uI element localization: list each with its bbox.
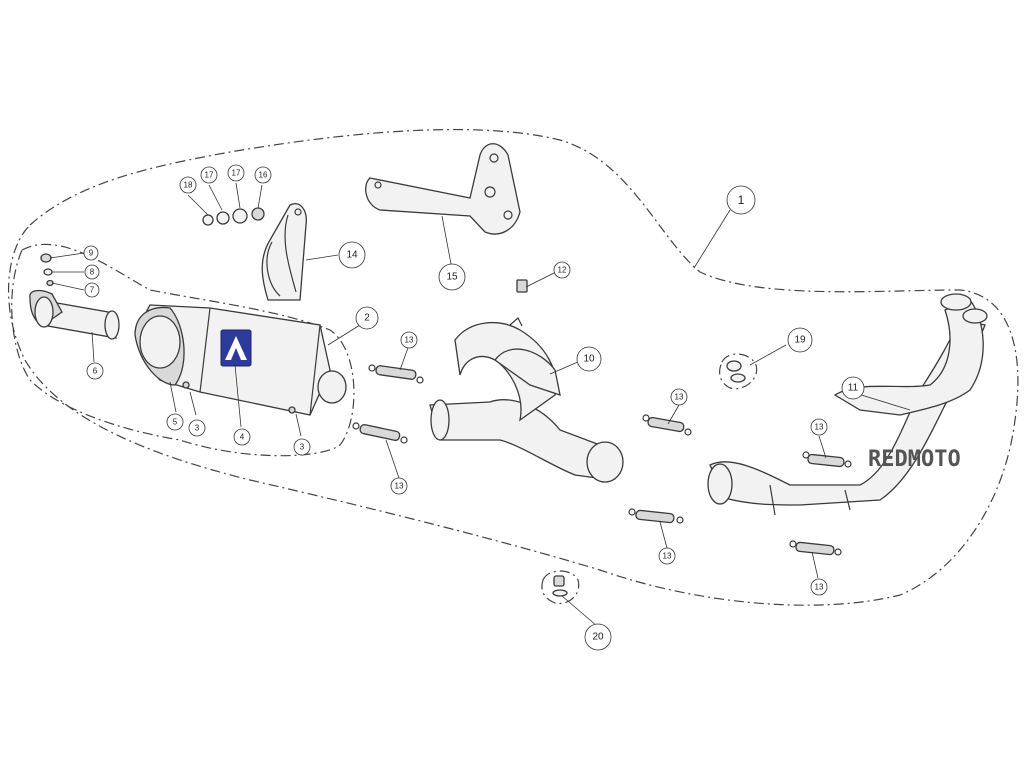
callout-11-label: 11 <box>848 383 859 394</box>
callout-20: 20 <box>584 623 612 651</box>
callout-1-label: 1 <box>738 193 745 207</box>
callout-2: 2 <box>355 306 379 330</box>
callout-17b-label: 17 <box>205 171 214 180</box>
washer-set-16-17-18 <box>202 207 265 226</box>
mid-pipe <box>429 317 624 483</box>
akrapovic-logo-mark <box>225 336 247 360</box>
spring-1 <box>368 364 424 384</box>
spring-5 <box>628 508 684 524</box>
callout-8: 8 <box>84 264 100 280</box>
callout-17a-label: 17 <box>232 169 241 178</box>
callout-13b: 13 <box>390 477 408 495</box>
small-hardware-7-8-9 <box>40 253 54 287</box>
callout-19-label: 19 <box>794 335 806 346</box>
callout-3a-label: 3 <box>195 424 200 433</box>
callout-4: 4 <box>233 428 251 446</box>
callout-19: 19 <box>787 327 813 353</box>
callout-12-label: 12 <box>558 266 567 275</box>
callout-13b-label: 13 <box>395 482 404 491</box>
callout-6-label: 6 <box>93 367 98 376</box>
silencer-body <box>134 304 347 416</box>
callout-18: 18 <box>179 176 197 194</box>
mounting-bracket <box>365 143 521 235</box>
callout-2-label: 2 <box>364 313 370 324</box>
callout-1: 1 <box>726 185 756 215</box>
callout-16: 16 <box>254 166 272 184</box>
callout-13c-label: 13 <box>675 393 684 402</box>
callout-6: 6 <box>86 362 104 380</box>
kit-boundary-outline <box>7 128 1019 606</box>
callout-13d: 13 <box>810 418 828 436</box>
callout-3b-label: 3 <box>300 443 305 452</box>
gasket-set-19 <box>719 353 758 390</box>
callout-9: 9 <box>83 245 99 261</box>
callout-15-label: 15 <box>446 272 458 283</box>
spring-6 <box>789 540 842 556</box>
callout-13f-label: 13 <box>815 583 824 592</box>
callout-10: 10 <box>576 346 602 372</box>
callout-15: 15 <box>438 263 466 291</box>
callout-16-label: 16 <box>259 171 268 180</box>
callout-13a-label: 13 <box>405 336 414 345</box>
header-pipes <box>707 293 988 516</box>
callout-11: 11 <box>841 376 865 400</box>
callout-8-label: 8 <box>90 268 95 277</box>
end-cap-tube <box>29 289 120 340</box>
callout-7: 7 <box>84 282 100 298</box>
watermark-text: REDMOTO <box>868 447 961 472</box>
callout-12: 12 <box>553 261 571 279</box>
callout-13c: 13 <box>670 388 688 406</box>
callout-17b: 17 <box>200 166 218 184</box>
callout-5: 5 <box>166 413 184 431</box>
callout-10-label: 10 <box>583 354 595 365</box>
spring-2 <box>352 422 408 444</box>
callout-9-label: 9 <box>89 249 94 258</box>
callout-13d-label: 13 <box>815 423 824 432</box>
clip-part <box>516 279 528 293</box>
sensor-plug-20 <box>541 570 580 605</box>
callout-14: 14 <box>338 241 366 269</box>
silencer-boundary-outline <box>11 243 355 457</box>
callout-13e-label: 13 <box>663 552 672 561</box>
callout-20-label: 20 <box>592 632 604 643</box>
callout-5-label: 5 <box>173 418 178 427</box>
hanger-strap <box>261 203 307 301</box>
callout-3a: 3 <box>188 419 206 437</box>
callout-3b: 3 <box>293 438 311 456</box>
callout-7-label: 7 <box>90 286 95 295</box>
spring-4 <box>802 451 852 468</box>
callout-4-label: 4 <box>240 433 245 442</box>
leader-lines <box>49 182 911 627</box>
callout-13f: 13 <box>810 578 828 596</box>
spring-3 <box>642 414 692 436</box>
callout-14-label: 14 <box>346 250 358 261</box>
callout-17a: 17 <box>227 164 245 182</box>
callout-13e: 13 <box>658 547 676 565</box>
callout-13a: 13 <box>400 331 418 349</box>
callout-18-label: 18 <box>184 181 193 190</box>
